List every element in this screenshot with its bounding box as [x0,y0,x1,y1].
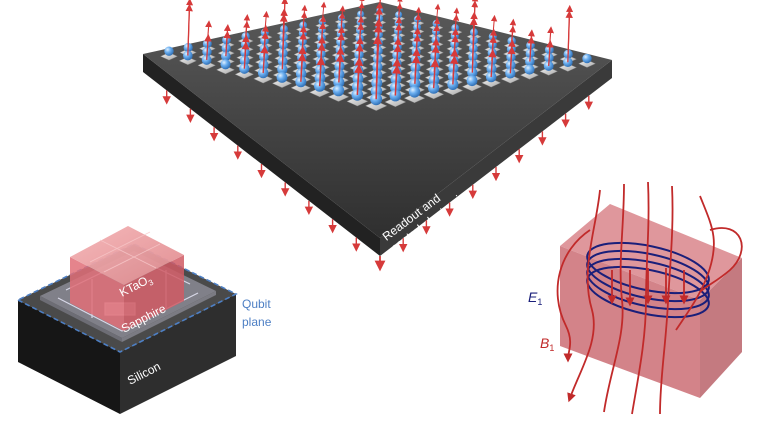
crystal-top [70,226,184,285]
array-slab-right-face [380,60,612,256]
spin-up-arrow [223,30,231,57]
spin-up-arrow [204,33,212,60]
b-field-label: B1 [540,335,554,353]
resonator-block-side [700,258,742,398]
spin-sphere [408,86,421,98]
qubit-grid [160,0,596,111]
spin-sphere [524,64,535,75]
spin-up-arrow [335,53,345,83]
spin-up-arrow [411,54,421,84]
spin-sphere [466,75,478,87]
resonator-field-diagram: E1 B1 [528,181,743,415]
spin-up-arrow [507,46,516,74]
spin-sphere [467,67,478,78]
spin-qubit-array: Readout and control electronics [143,0,612,272]
qubit-plane-label-line1: Qubit [242,297,271,311]
crystal-left-face [70,257,124,331]
spin-up-arrow [354,63,364,95]
spin-up-arrow [430,58,440,89]
magnetic-field-lines [556,181,743,415]
spin-up-arrow [279,13,288,70]
sapphire-left-face [40,296,122,342]
spin-up-arrow [392,64,402,96]
spin-sphere [164,46,174,56]
spin-up-arrow [185,3,193,56]
spin-up-arrow [527,36,535,62]
spin-sphere [582,53,592,64]
spin-up-arrow [488,49,497,78]
silicon-left-face [18,300,120,414]
silicon-right-face [120,294,236,414]
array-slab-left-face [143,54,380,256]
spin-sphere [220,59,231,70]
sapphire-right-face [122,291,216,342]
spin-up-arrow [449,55,459,85]
e-field-label: E1 [528,289,542,307]
spin-up-arrow [260,45,269,74]
spin-up-arrow [565,10,573,63]
spin-up-arrow [469,17,478,73]
qubit-plane-label-line2: plane [242,315,272,329]
downward-spin-arrows [162,90,593,272]
crystal-right-face [124,255,184,331]
spin-up-arrow [297,52,307,82]
spin-sphere [332,84,345,97]
spin-up-arrow [316,56,326,87]
chip-stack: KTaO3 Sapphire Silicon Qubit plane [16,226,272,414]
spin-up-arrow [372,34,383,100]
spin-up-arrow [546,39,554,66]
spin-sphere [276,72,288,83]
resonator-block-top [560,204,742,300]
spin-up-arrow [241,41,250,69]
